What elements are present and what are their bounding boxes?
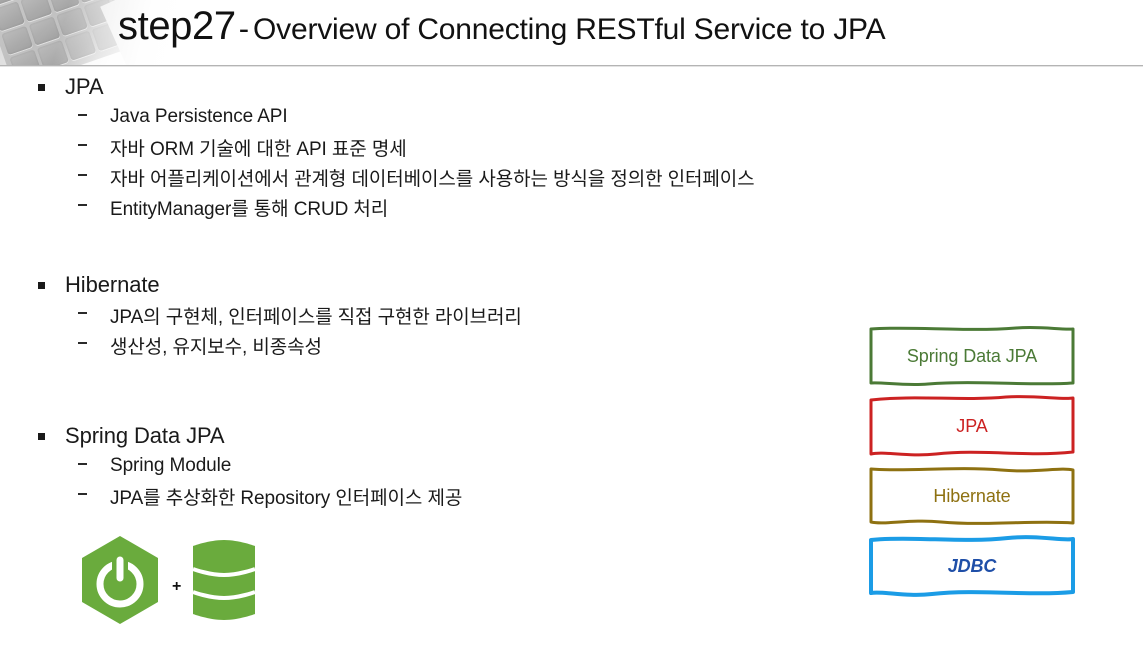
sketchy-rect-green [869, 325, 1075, 387]
list-item-label: JPA의 구현체, 인터페이스를 직접 구현한 라이브러리 [110, 306, 522, 328]
database-icon [193, 540, 256, 620]
header-decoration-image [0, 0, 250, 66]
stack-box-spring-data-jpa: Spring Data JPA [866, 324, 1078, 388]
bullet-heading: Hibernate [0, 270, 820, 300]
page-title: step27 - Overview of Connecting RESTful … [118, 4, 886, 58]
list-item-label: Java Persistence API [110, 106, 288, 127]
sketchy-rect-blue [869, 535, 1075, 597]
dash-bullet-icon [78, 114, 87, 116]
list-item-label: 자바 ORM 기술에 대한 API 표준 명세 [110, 138, 407, 160]
decoration-fade-overlay [0, 0, 250, 66]
dash-bullet-icon [78, 204, 87, 206]
spring-boot-icon [82, 536, 158, 624]
list-item: 자바 ORM 기술에 대한 API 표준 명세 [0, 132, 820, 162]
logo-row: + [78, 534, 256, 626]
list-item-label: EntityManager를 통해 CRUD 처리 [110, 198, 389, 220]
bullet-heading-label: Hibernate [65, 272, 160, 297]
list-item: JPA를 추상화한 Repository 인터페이스 제공 [0, 481, 820, 511]
dash-bullet-icon [78, 463, 87, 465]
stack-box-label: JDBC [947, 555, 997, 576]
square-bullet-icon [38, 84, 45, 91]
dash-bullet-icon [78, 493, 87, 495]
content-group-hibernate: Hibernate JPA의 구현체, 인터페이스를 직접 구현한 라이브러리 … [0, 270, 820, 360]
plus-sign: + [172, 578, 182, 595]
stack-box-jdbc: JDBC [866, 534, 1078, 598]
stack-box-label: Hibernate [933, 485, 1011, 506]
sketchy-rect-red [869, 395, 1075, 457]
stack-diagram: Spring Data JPA JPA Hibernate JDBC [866, 324, 1078, 604]
dash-bullet-icon [78, 144, 87, 146]
list-item: 생산성, 유지보수, 비종속성 [0, 330, 820, 360]
slide-header: step27 - Overview of Connecting RESTful … [0, 0, 1143, 67]
stack-box-label: Spring Data JPA [906, 345, 1038, 366]
slide-body: JPA Java Persistence API 자바 ORM 기술에 대한 A… [0, 66, 820, 649]
stack-box-label: JPA [956, 415, 988, 436]
list-item: JPA의 구현체, 인터페이스를 직접 구현한 라이브러리 [0, 300, 820, 330]
header-divider-shadow [0, 66, 1143, 67]
content-group-jpa: JPA Java Persistence API 자바 ORM 기술에 대한 A… [0, 72, 820, 222]
list-item: Spring Module [0, 451, 820, 481]
content-group-spring-data-jpa: Spring Data JPA Spring Module JPA를 추상화한 … [0, 421, 820, 511]
list-item: EntityManager를 통해 CRUD 처리 [0, 192, 820, 222]
bullet-heading-label: JPA [65, 74, 104, 99]
bullet-heading: JPA [0, 72, 820, 102]
title-subtitle: Overview of Connecting RESTful Service t… [253, 13, 886, 46]
square-bullet-icon [38, 282, 45, 289]
header-divider [0, 65, 1143, 66]
stack-box-hibernate: Hibernate [866, 464, 1078, 528]
list-item-label: Spring Module [110, 455, 232, 476]
bullet-heading-label: Spring Data JPA [65, 423, 225, 448]
list-item-label: 자바 어플리케이션에서 관계형 데이터베이스를 사용하는 방식을 정의한 인터페… [110, 168, 755, 190]
list-item-label: 생산성, 유지보수, 비종속성 [110, 336, 322, 358]
dash-bullet-icon [78, 174, 87, 176]
list-item: Java Persistence API [0, 102, 820, 132]
list-item: 자바 어플리케이션에서 관계형 데이터베이스를 사용하는 방식을 정의한 인터페… [0, 162, 820, 192]
dash-bullet-icon [78, 312, 87, 314]
square-bullet-icon [38, 433, 45, 440]
stack-box-jpa: JPA [866, 394, 1078, 458]
title-step-number: step27 [118, 4, 236, 48]
sketchy-rect-gold [869, 467, 1075, 525]
list-item-label: JPA를 추상화한 Repository 인터페이스 제공 [110, 487, 463, 509]
bullet-heading: Spring Data JPA [0, 421, 820, 451]
title-separator: - [238, 11, 250, 46]
dash-bullet-icon [78, 342, 87, 344]
